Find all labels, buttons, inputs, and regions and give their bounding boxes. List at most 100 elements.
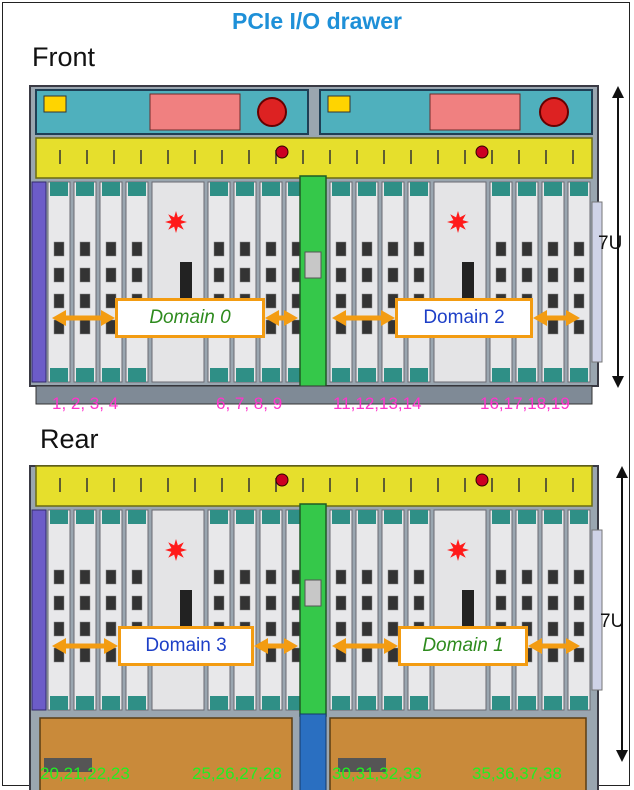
rear-left-handle xyxy=(32,510,46,710)
rear-rb1-0-port xyxy=(336,570,346,584)
front-right-star-icon xyxy=(447,211,469,233)
front-rb2-2-port xyxy=(548,320,558,334)
rear-bottom-midplane xyxy=(300,714,326,790)
rear-rb1-3-port xyxy=(414,570,424,584)
front-slots-group-3: 11,12,13,14 xyxy=(333,394,422,414)
front-rb1-1-port xyxy=(362,320,372,334)
rear-rb2-3-card-top-latch xyxy=(570,510,588,524)
rear-slots-group-4: 35,36,37,38 xyxy=(472,764,562,784)
front-right-fan-icon xyxy=(540,98,568,126)
front-slots-group-4: 16,17,18,19 xyxy=(480,394,570,414)
front-lb2-1-card-top-latch xyxy=(236,182,254,196)
rear-rb1-1-card-top-latch xyxy=(358,510,376,524)
front-rb1-2-port xyxy=(388,268,398,282)
rear-rb2-1-card-top-latch xyxy=(518,510,536,524)
rear-lb1-0-port xyxy=(54,622,64,636)
rear-rb1-2-card-bottom-latch xyxy=(384,696,402,710)
rear-lb1-3-port xyxy=(132,596,142,610)
front-rb1-2-port xyxy=(388,242,398,256)
front-lb2-0-card-bottom-latch xyxy=(210,368,228,382)
rear-lb1-0-card-bottom-latch xyxy=(50,696,68,710)
rear-led-right xyxy=(476,474,488,486)
front-right-psu xyxy=(430,94,520,130)
front-rb1-3-port xyxy=(414,268,424,282)
rear-rb1-3-card-top-latch xyxy=(410,510,428,524)
front-left-warning-icon xyxy=(44,96,66,112)
front-lb1-2-card-bottom-latch xyxy=(102,368,120,382)
front-lb2-1-port xyxy=(240,242,250,256)
front-lb1-1-card-top-latch xyxy=(76,182,94,196)
rear-left-star-icon xyxy=(165,539,187,561)
rear-lb1-2-port xyxy=(106,596,116,610)
rear-left-switch-port xyxy=(180,590,192,626)
front-lb1-2-card-top-latch xyxy=(102,182,120,196)
rear-lb1-3-card-top-latch xyxy=(128,510,146,524)
rear-slots-group-1: 20,21,22,23 xyxy=(40,764,130,784)
front-rb1-3-card-bottom-latch xyxy=(410,368,428,382)
front-slots-group-1: 1, 2, 3, 4 xyxy=(52,394,118,414)
rear-left-switch-card xyxy=(152,510,204,710)
front-rb2-3-port xyxy=(574,268,584,282)
front-midplane-connector xyxy=(305,252,321,278)
front-rb2-3-port xyxy=(574,320,584,334)
front-lb2-1-card-bottom-latch xyxy=(236,368,254,382)
rear-rb1-2-port xyxy=(388,596,398,610)
front-lb1-3-card-bottom-latch xyxy=(128,368,146,382)
rear-rb1-0-card-bottom-latch xyxy=(332,696,350,710)
front-lb1-3-port xyxy=(132,268,142,282)
rear-lb2-0-card-bottom-latch xyxy=(210,696,228,710)
front-rb2-2-port xyxy=(548,268,558,282)
front-rb1-3-card-top-latch xyxy=(410,182,428,196)
rear-midplane-connector xyxy=(305,580,321,606)
rear-rb2-3-port xyxy=(574,596,584,610)
front-lb1-0-port xyxy=(54,268,64,282)
front-height-arrow-top-head xyxy=(612,86,624,98)
front-left-handle xyxy=(32,182,46,382)
rear-rb2-1-port xyxy=(522,596,532,610)
front-lb1-2-port xyxy=(106,268,116,282)
rear-lb1-3-card-bottom-latch xyxy=(128,696,146,710)
rear-right-star-icon xyxy=(447,539,469,561)
rear-lb1-0-port xyxy=(54,596,64,610)
rear-rb2-0-port xyxy=(496,596,506,610)
rear-height-label: 7U xyxy=(600,611,624,633)
rear-midplane xyxy=(300,504,326,716)
front-led-right xyxy=(476,146,488,158)
rear-slots-group-2: 25,26,27,28 xyxy=(192,764,282,784)
rear-lb2-2-port xyxy=(266,596,276,610)
rear-rb1-1-port xyxy=(362,570,372,584)
front-yellow-bar xyxy=(36,138,592,178)
rear-lb2-2-card-top-latch xyxy=(262,510,280,524)
rear-rb1-3-card-bottom-latch xyxy=(410,696,428,710)
front-rb2-1-port xyxy=(522,242,532,256)
front-rb2-3-port xyxy=(574,294,584,308)
rear-height-arrow-top-head xyxy=(616,466,628,478)
front-lb2-0-port xyxy=(214,242,224,256)
front-lb1-3-card-top-latch xyxy=(128,182,146,196)
front-rb2-1-card-top-latch xyxy=(518,182,536,196)
front-lb2-2-card-bottom-latch xyxy=(262,368,280,382)
front-rb1-1-card-top-latch xyxy=(358,182,376,196)
front-height-label: 7U xyxy=(598,233,622,255)
rear-lb2-1-port xyxy=(240,596,250,610)
rear-rb2-0-card-bottom-latch xyxy=(492,696,510,710)
rear-lb2-1-card-top-latch xyxy=(236,510,254,524)
front-rb2-3-port xyxy=(574,242,584,256)
front-rb1-1-card-bottom-latch xyxy=(358,368,376,382)
front-rb2-2-card-top-latch xyxy=(544,182,562,196)
front-domain-0-box: Domain 0 xyxy=(115,298,265,338)
rear-rb2-0-port xyxy=(496,570,506,584)
front-left-psu xyxy=(150,94,240,130)
rear-rb1-1-port xyxy=(362,596,372,610)
rear-rb1-1-port xyxy=(362,648,372,662)
rear-right-switch-card xyxy=(434,510,486,710)
front-rb2-3-card-bottom-latch xyxy=(570,368,588,382)
rear-rb1-1-port xyxy=(362,622,372,636)
front-rb1-0-port xyxy=(336,242,346,256)
rear-led-left xyxy=(276,474,288,486)
rear-rb1-0-card-top-latch xyxy=(332,510,350,524)
front-lb2-0-card-top-latch xyxy=(210,182,228,196)
front-lb1-3-port xyxy=(132,242,142,256)
rear-rb2-0-card-top-latch xyxy=(492,510,510,524)
rear-rb1-1-card-bottom-latch xyxy=(358,696,376,710)
